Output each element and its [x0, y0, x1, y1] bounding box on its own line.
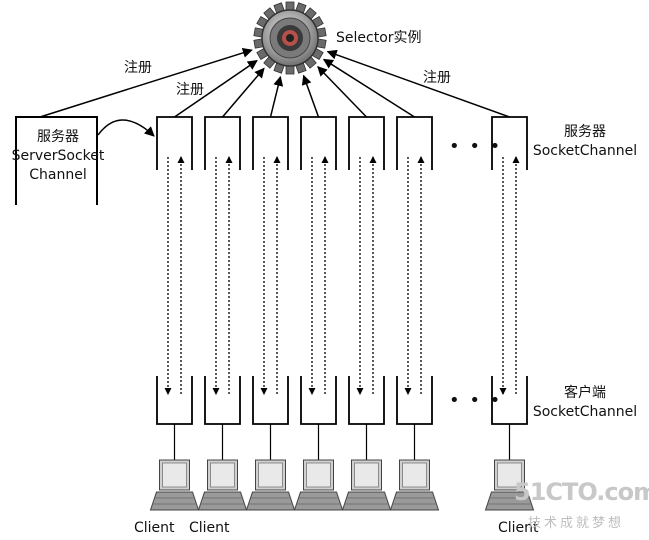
client-socketchannel — [252, 376, 289, 425]
keyboard — [245, 491, 296, 511]
register-arrow — [322, 58, 415, 118]
client-socketchannel-line2: SocketChannel — [532, 404, 638, 420]
server-socketchannel — [491, 116, 528, 170]
monitor-screen — [497, 462, 522, 488]
keyboard — [341, 491, 392, 511]
computer-icon — [341, 459, 392, 511]
monitor-screen — [258, 462, 283, 488]
client-label-1: Client — [134, 520, 175, 536]
computer-icon — [245, 459, 296, 511]
keyboard — [484, 491, 535, 511]
server-socketchannel — [156, 116, 193, 170]
gear-icon — [253, 1, 327, 75]
computer-icon — [197, 459, 248, 511]
register-arrow — [221, 67, 265, 118]
register-label-2: 注册 — [176, 82, 204, 98]
register-arrows — [39, 47, 510, 118]
monitor-screen — [354, 462, 379, 488]
register-arrow — [269, 75, 284, 118]
channel-pairs — [156, 116, 528, 460]
channel-pair — [156, 116, 193, 460]
client-label-3: Client — [498, 520, 539, 536]
register-arrow — [317, 66, 368, 118]
computer-icon — [149, 459, 200, 511]
client-label-2: Client — [189, 520, 230, 536]
client-socketchannel — [348, 376, 385, 425]
server-socketchannel — [396, 116, 433, 170]
client-socketchannel — [396, 376, 433, 425]
client-socketchannel — [204, 376, 241, 425]
channel-pair — [204, 116, 241, 460]
client-socketchannel-label: 客户端 SocketChannel — [524, 384, 646, 422]
keyboard — [389, 491, 440, 511]
server-socketchannel — [204, 116, 241, 170]
client-socketchannel-line1: 客户端 — [564, 385, 606, 401]
channel-pair — [252, 116, 289, 460]
server-socket-channel-line1: 服务器 — [37, 129, 79, 145]
register-label-1: 注册 — [124, 60, 152, 76]
channel-pair — [491, 116, 528, 460]
register-arrow — [301, 74, 320, 118]
keyboard — [293, 491, 344, 511]
server-socketchannel-line1: 服务器 — [564, 124, 606, 140]
computer-icon — [484, 459, 535, 511]
accept-arrow — [97, 119, 155, 137]
server-socketchannel — [252, 116, 289, 170]
server-socket-channel-box — [15, 116, 98, 205]
register-arrow — [39, 47, 253, 118]
monitor-screen — [210, 462, 235, 488]
clients — [149, 459, 535, 511]
register-label-3: 注册 — [423, 70, 451, 86]
watermark-brand: 51CTO.com — [514, 478, 649, 506]
monitor-screen — [402, 462, 427, 488]
client-socketchannel — [300, 376, 337, 425]
server-socketchannel-line2: SocketChannel — [532, 143, 638, 159]
channel-pair — [300, 116, 337, 460]
client-socketchannel — [156, 376, 193, 425]
server-socket-channel-line2: ServerSocket — [11, 148, 105, 164]
computer-icon — [389, 459, 440, 511]
ellipsis-top: • • • — [449, 136, 503, 157]
monitor-screen — [306, 462, 331, 488]
register-arrow — [174, 59, 258, 118]
ellipsis-bottom: • • • — [449, 390, 503, 411]
server-socketchannel — [348, 116, 385, 170]
watermark-tagline: 技术成就梦想 — [528, 516, 625, 531]
register-arrow — [326, 49, 510, 118]
server-socketchannel — [300, 116, 337, 170]
computer-icon — [293, 459, 344, 511]
server-socketchannel-label: 服务器 SocketChannel — [526, 123, 644, 161]
channel-pair — [348, 116, 385, 460]
selector-label: Selector实例 — [336, 30, 422, 46]
keyboard — [149, 491, 200, 511]
channel-pair — [396, 116, 433, 460]
server-socket-channel-label: 服务器 ServerSocket Channel — [6, 128, 110, 185]
keyboard — [197, 491, 248, 511]
server-socket-channel-line3: Channel — [29, 167, 87, 183]
monitor-screen — [162, 462, 187, 488]
